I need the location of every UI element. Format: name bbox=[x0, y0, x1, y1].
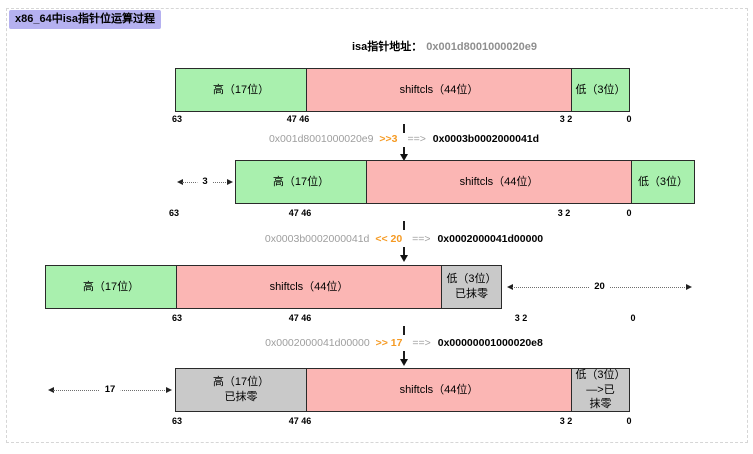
operation-input-hex: 0x0002000041d00000 bbox=[265, 337, 370, 349]
operation-result-arrow: ==> bbox=[412, 337, 431, 349]
shift-distance-arrow: 20 bbox=[507, 281, 692, 293]
bit-position-label: 3 2 bbox=[514, 313, 528, 323]
bit-position-label: 47 46 bbox=[288, 313, 312, 323]
arrow-right-icon bbox=[227, 179, 233, 185]
bit-field-bar-2: 高（17位） shiftcls（44位） 低（3位） bbox=[235, 160, 695, 204]
bit-position-label: 0 bbox=[626, 208, 632, 218]
bit-position-label: 0 bbox=[626, 114, 632, 124]
operation-input-hex: 0x0003b0002000041d bbox=[264, 233, 370, 245]
segment-high: 高（17位） bbox=[46, 266, 176, 308]
down-arrow-icon bbox=[400, 255, 408, 262]
bit-position-label: 3 2 bbox=[559, 416, 573, 426]
segment-high-zeroed: 高（17位） 已抹零 bbox=[176, 369, 306, 411]
operation-shift-operator: >> 17 bbox=[375, 337, 403, 349]
bit-position-label: 3 2 bbox=[559, 114, 573, 124]
shift-operation-text-2: 0x0003b0002000041d << 20 ==> 0x000200004… bbox=[265, 233, 543, 245]
bit-position-label: 47 46 bbox=[288, 416, 312, 426]
segment-shiftcls: shiftcls（44位） bbox=[176, 266, 441, 308]
connector-line bbox=[403, 124, 405, 133]
segment-shiftcls: shiftcls（44位） bbox=[306, 369, 571, 411]
shift-operation-text-1: 0x001d8001000020e9 >>3 ==> 0x0003b000200… bbox=[269, 133, 539, 145]
shift-operation-text-3: 0x0002000041d00000 >> 17 ==> 0x000000010… bbox=[265, 337, 543, 349]
connector-line bbox=[403, 247, 405, 256]
arrow-right-icon bbox=[686, 284, 692, 290]
bit-position-label: 63 bbox=[171, 416, 183, 426]
shift-distance-label: 17 bbox=[99, 384, 121, 396]
bit-field-bar-1: 高（17位） shiftcls（44位） 低（3位） bbox=[175, 68, 630, 112]
segment-shiftcls: shiftcls（44位） bbox=[366, 161, 631, 203]
connector-line bbox=[403, 221, 405, 230]
segment-low: 低（3位） bbox=[571, 69, 629, 111]
isa-pointer-address: isa指针地址：0x001d8001000020e9 bbox=[352, 38, 537, 54]
operation-result-hex: 0x0003b0002000041d bbox=[432, 133, 540, 145]
segment-low-zeroed: 低（3位） 已抹零 bbox=[441, 266, 501, 308]
segment-high: 高（17位） bbox=[176, 69, 306, 111]
arrow-left-icon bbox=[507, 284, 513, 290]
bit-position-label: 47 46 bbox=[286, 114, 310, 124]
isa-pointer-address-value: 0x001d8001000020e9 bbox=[426, 41, 538, 53]
operation-result-hex: 0x00000001000020e8 bbox=[437, 337, 543, 349]
operation-input-hex: 0x001d8001000020e9 bbox=[268, 133, 374, 145]
segment-high: 高（17位） bbox=[236, 161, 366, 203]
operation-result-arrow: ==> bbox=[407, 133, 426, 145]
bit-position-label: 63 bbox=[171, 114, 183, 124]
arrow-left-icon bbox=[48, 387, 54, 393]
arrow-right-icon bbox=[166, 387, 172, 393]
shift-distance-label: 3 bbox=[197, 176, 213, 188]
bit-position-label: 0 bbox=[626, 416, 632, 426]
isa-pointer-address-label: isa指针地址： bbox=[352, 41, 423, 53]
bit-position-label: 63 bbox=[171, 313, 183, 323]
segment-low-zeroed: 低（3位）—>已 抹零 bbox=[571, 369, 629, 411]
arrow-left-icon bbox=[177, 179, 183, 185]
operation-result-hex: 0x0002000041d00000 bbox=[437, 233, 544, 245]
diagram-title-tag: x86_64中isa指针位运算过程 bbox=[9, 10, 161, 30]
connector-line bbox=[403, 147, 405, 155]
bit-position-label: 47 46 bbox=[288, 208, 312, 218]
bit-position-label: 0 bbox=[630, 313, 636, 323]
operation-shift-operator: << 20 bbox=[375, 233, 403, 245]
shift-distance-label: 20 bbox=[589, 281, 610, 293]
segment-shiftcls: shiftcls（44位） bbox=[306, 69, 571, 111]
bit-position-label: 63 bbox=[168, 208, 180, 218]
shift-distance-arrow: 17 bbox=[48, 384, 172, 396]
down-arrow-icon bbox=[400, 359, 408, 366]
bit-field-bar-4: 高（17位） 已抹零 shiftcls（44位） 低（3位）—>已 抹零 bbox=[175, 368, 630, 412]
canvas-page-border bbox=[6, 8, 748, 443]
bit-position-label: 3 2 bbox=[557, 208, 571, 218]
operation-shift-operator: >>3 bbox=[379, 133, 398, 145]
connector-line bbox=[403, 351, 405, 360]
connector-line bbox=[403, 326, 405, 335]
operation-result-arrow: ==> bbox=[412, 233, 431, 245]
bit-field-bar-3: 高（17位） shiftcls（44位） 低（3位） 已抹零 bbox=[45, 265, 502, 309]
down-arrow-icon bbox=[400, 154, 408, 161]
shift-distance-arrow: 3 bbox=[177, 176, 233, 188]
segment-low: 低（3位） bbox=[631, 161, 694, 203]
